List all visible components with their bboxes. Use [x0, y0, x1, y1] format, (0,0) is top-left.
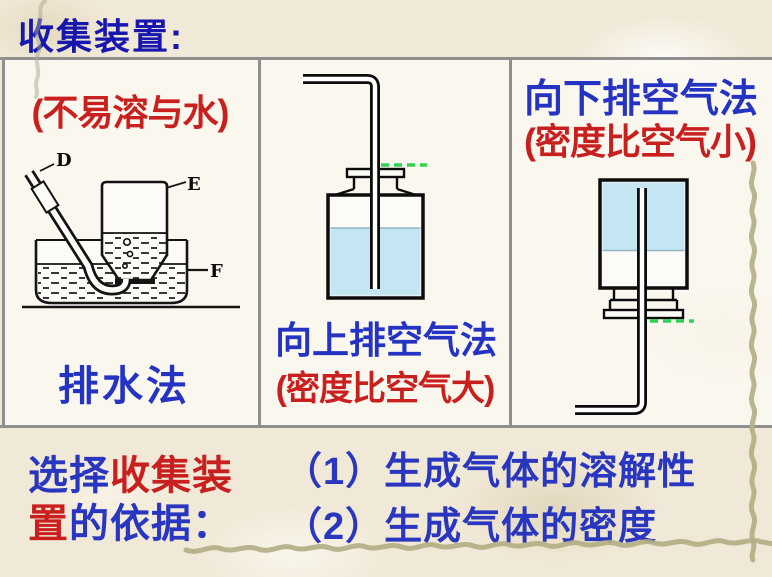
- reason-solubility: （1）生成气体的溶解性: [284, 451, 697, 493]
- condition-lighter-than-air: (密度比空气小): [524, 121, 757, 162]
- footer-lead-line2: 置的依据：: [28, 502, 233, 546]
- table-divider-2: [509, 57, 512, 427]
- reason-density: （2）生成气体的密度: [284, 506, 658, 548]
- delivery-tube: [575, 188, 647, 415]
- footer-lead-line1: 选择收集装: [28, 454, 233, 498]
- bubble: [122, 263, 129, 270]
- bottle-mouth: [115, 279, 155, 284]
- footer-reasons: （1）生成气体的溶解性 （2）生成气体的密度: [284, 445, 696, 555]
- downward-air-diagram: [575, 178, 694, 415]
- condition-not-soluble: (不易溶与水): [31, 92, 230, 133]
- water-displacement-diagram: D E F: [22, 150, 240, 309]
- caption-downward-air: 向下排空气法: [523, 78, 758, 121]
- caption-water-displacement: 排水法: [58, 363, 190, 409]
- caption-upward-air: 向上排空气法: [275, 320, 497, 361]
- table-divider-1: [258, 57, 261, 427]
- upward-air-diagram: [303, 74, 427, 300]
- delivery-tube: [303, 74, 380, 289]
- bubble: [123, 238, 132, 247]
- delivery-tube: [24, 170, 132, 296]
- condition-denser-than-air: (密度比空气大): [275, 370, 496, 408]
- label-tube: D: [56, 150, 72, 171]
- table-left-border: [2, 57, 5, 427]
- label-bottle: E: [187, 174, 201, 195]
- table-bottom-border: [0, 425, 772, 428]
- footer-lead: 选择收集装 置的依据：: [28, 452, 233, 548]
- label-trough: F: [210, 261, 223, 282]
- table-top-border: [0, 57, 772, 60]
- page-title: 收集装置:: [18, 16, 184, 57]
- bubble: [126, 250, 134, 258]
- gas-bottle: [100, 180, 169, 284]
